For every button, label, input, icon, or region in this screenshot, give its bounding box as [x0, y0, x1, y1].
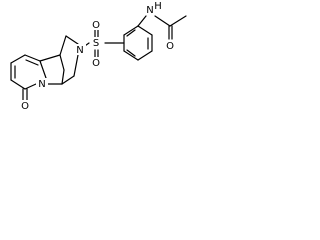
- sulfonamide-n-bg: [74, 44, 86, 55]
- pyridone-oxygen-label: O: [21, 101, 29, 112]
- pyridone-bond-2: [10, 54, 26, 64]
- amide-n-label-bg: [144, 3, 156, 15]
- acetyl-o-label-bg: [164, 40, 176, 51]
- bicycle-bond-to-pyridone-c: [39, 54, 61, 62]
- amide-hydrogen-label: H: [154, 1, 162, 12]
- sulfonyl-o-top-bg: [91, 19, 103, 30]
- pyridone-bond-1: [24, 54, 41, 62]
- sulfonyl-oxygen-top-label: O: [92, 20, 100, 31]
- sulfonyl-o-bottom-bg: [91, 57, 103, 68]
- pyridone-bond-4: [10, 79, 26, 90]
- sulfonyl-oxygen-bottom-label: O: [92, 58, 100, 69]
- pyridone-bond-5: [24, 83, 37, 90]
- pyridone-double-1: [25, 59, 39, 66]
- benzene-bond-4: [123, 50, 139, 61]
- amide-nitrogen-label: N: [146, 5, 153, 16]
- pyridone-nitrogen-label: N: [38, 79, 45, 90]
- pyridone-o-bg: [19, 100, 31, 112]
- benzene-double-3: [126, 29, 136, 37]
- bond-carbonyl-methyl: [169, 15, 187, 27]
- bicycle-bond-n-lower: [73, 54, 79, 77]
- molecule-canvas: N H O S O O N N O: [0, 0, 204, 134]
- sulfur-label-bg: [91, 37, 103, 49]
- bicycle-bond-n-upper: [65, 35, 79, 45]
- pyridone-n-bg: [36, 78, 48, 89]
- bond-ring-to-nh: [137, 15, 147, 27]
- benzene-bond-1: [137, 25, 153, 36]
- bicycle-bond-upper-bridgehead: [59, 35, 67, 56]
- sulfur-label: S: [93, 38, 99, 49]
- bicycle-bond-bridge-top: [59, 54, 65, 71]
- benzene-bond-3: [137, 50, 153, 61]
- chemical-structure-diagram: N H O S O O N N O: [10, 1, 187, 112]
- bicycle-bond-lower-bridgehead: [61, 75, 75, 85]
- acetyl-oxygen-label: O: [166, 41, 174, 52]
- bicycle-bond-bridge-bottom: [61, 69, 65, 85]
- benzene-bond-6: [123, 25, 139, 36]
- sulfonamide-nitrogen-label: N: [76, 45, 83, 56]
- benzene-double-2: [126, 49, 136, 57]
- bond-nh-carbonyl: [154, 15, 171, 27]
- pyridone-bond-6: [39, 60, 47, 79]
